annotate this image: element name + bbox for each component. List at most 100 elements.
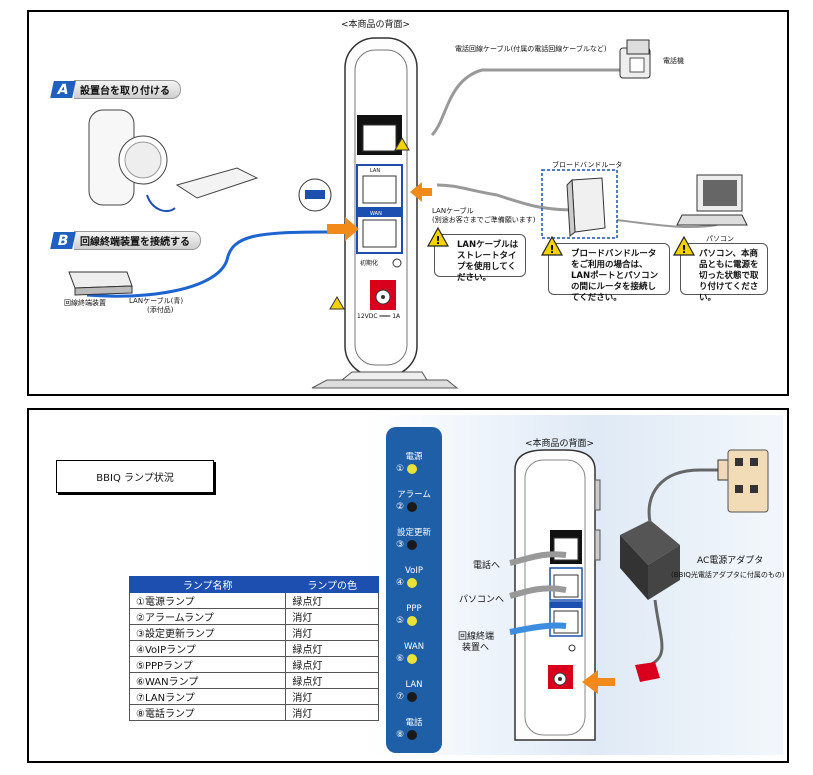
warning-power-off: ! パソコン、本商品ともに電源を切った状態で取り付けてください。: [673, 236, 768, 303]
lamp-name: ③設定更新ランプ: [128, 624, 287, 641]
lamp-status-table: ランプ名称 ランプの色 ①電源ランプ緑点灯 ②アラームランプ消灯 ③設定更新ラン…: [128, 576, 379, 721]
to-pc-label: パソコンへ: [459, 595, 505, 605]
svg-text:!: !: [549, 243, 554, 256]
led-number: ⑤: [396, 616, 405, 626]
led-indicator-row: ⑦: [396, 692, 418, 702]
phone-device-label: 電話機: [663, 57, 684, 65]
lamp-name: ⑦LANランプ: [128, 688, 287, 705]
led-label: LAN: [405, 680, 423, 690]
bottom-back-title: <本商品の背面>: [525, 439, 595, 449]
lamp-color: 緑点灯: [285, 592, 379, 609]
led-label: 電源: [405, 452, 423, 462]
lamp-name: ⑧電話ランプ: [128, 704, 287, 721]
front-led-strip: [386, 427, 442, 753]
lamp-color: 緑点灯: [285, 640, 379, 657]
led-light-icon: [407, 464, 418, 474]
warning-icon: !: [427, 227, 449, 247]
led-indicator-row: ③: [396, 540, 418, 550]
table-row: ③設定更新ランプ消灯: [128, 624, 379, 641]
warning-lan-cable: ! LANケーブルはストレートタイプを使用してください。: [427, 227, 526, 283]
status-title: BBIQ ランプ状況: [96, 473, 174, 484]
led-light-icon: [407, 654, 418, 664]
pc-label: パソコン: [706, 235, 734, 243]
table-row: ⑤PPPランプ緑点灯: [128, 656, 379, 673]
status-title-box: BBIQ ランプ状況: [56, 460, 214, 493]
warning-icon: !: [673, 236, 695, 256]
section-a-label: 設置台を取り付ける: [74, 80, 181, 99]
led-number: ⑥: [396, 654, 405, 664]
led-label: 設定更新: [396, 528, 431, 538]
led-number: ④: [396, 578, 405, 588]
table-row: ④VoIPランプ緑点灯: [128, 640, 379, 657]
lamp-name: ⑤PPPランプ: [128, 656, 287, 673]
table-row: ⑦LANランプ消灯: [128, 688, 379, 705]
port-lan-label: LAN: [370, 168, 381, 174]
led-indicator-row: ①: [396, 464, 418, 474]
warning-lan-text: LANケーブルはストレートタイプを使用してください。: [457, 240, 519, 283]
led-light-icon: [407, 578, 418, 588]
adapter-note: (BBIQ光電話アダプタに付属のもの): [671, 571, 785, 579]
onu-label: 回線終端装置: [64, 299, 106, 307]
led-light-icon: [407, 692, 418, 702]
router-title: ブロードバンドルータ: [552, 161, 623, 169]
lamp-color: 消灯: [285, 704, 379, 721]
led-indicator-row: ⑤: [396, 616, 418, 626]
back-title: <本商品の背面>: [341, 20, 411, 30]
lamp-name: ②アラームランプ: [128, 608, 287, 625]
section-b-letter: B: [50, 232, 76, 249]
power-spec: 12VDC ═══ 1A: [357, 313, 401, 320]
lan-cable-note: (別途お客さまでご準備願います): [432, 216, 536, 224]
lamp-name: ⑥WANランプ: [128, 672, 287, 689]
warning-router-text: ブロードバンドルータをご利用の場合は、LANポートとパソコンの間にルータを接続し…: [571, 249, 659, 303]
phone-cable-label: 電話回線ケーブル(付属の電話回線ケーブルなど): [455, 45, 607, 53]
table-row: ⑧電話ランプ消灯: [128, 704, 379, 721]
led-indicator-row: ⑥: [396, 654, 418, 664]
warning-router: ! ブロードバンドルータをご利用の場合は、LANポートとパソコンの間にルータを接…: [541, 236, 670, 303]
table-row: ②アラームランプ消灯: [128, 608, 379, 625]
led-label: WAN: [403, 642, 425, 652]
section-a-letter: A: [50, 81, 76, 98]
lamp-name: ④VoIPランプ: [128, 640, 287, 657]
lamp-color: 緑点灯: [285, 656, 379, 673]
lan-blue-label: LANケーブル(青): [129, 297, 184, 305]
section-a-header: A 設置台を取り付ける: [50, 80, 181, 99]
led-number: ⑧: [396, 730, 405, 740]
port-wan-label: WAN: [370, 211, 382, 217]
lan-blue-note: (添付品): [147, 306, 174, 314]
lamp-color: 消灯: [285, 608, 379, 625]
svg-text:!: !: [681, 243, 686, 256]
table-header-name: ランプ名称: [128, 576, 287, 593]
lamp-color: 消灯: [285, 688, 379, 705]
led-indicator-row: ⑧: [396, 730, 418, 740]
to-onu-label-2: 装置へ: [462, 643, 490, 653]
to-phone-label: 電話へ: [473, 561, 501, 571]
lamp-color: 緑点灯: [285, 672, 379, 689]
adapter-title: AC電源アダプタ: [697, 556, 764, 566]
svg-text:!: !: [435, 234, 440, 247]
setup-diagram-graphics: [68, 37, 748, 389]
led-number: ①: [396, 464, 405, 474]
lan-cable-label: LANケーブル: [432, 207, 474, 215]
led-number: ②: [396, 502, 405, 512]
warning-icon: !: [541, 236, 563, 256]
led-number: ③: [396, 540, 405, 550]
device-back-graphics: [509, 449, 769, 741]
section-b-label: 回線終端装置を接続する: [74, 231, 201, 250]
table-row: ①電源ランプ緑点灯: [128, 592, 379, 609]
table-header-color: ランプの色: [285, 576, 379, 593]
to-onu-label-1: 回線終端: [458, 632, 495, 642]
port-tel-label: 電話: [371, 120, 382, 126]
warning-power-text: パソコン、本商品ともに電源を切った状態で取り付けてください。: [699, 249, 759, 303]
led-light-icon: [407, 616, 418, 626]
led-indicator-row: ④: [396, 578, 418, 588]
led-label: VoIP: [405, 566, 423, 576]
led-light-icon: [407, 730, 418, 740]
led-light-icon: [407, 540, 418, 550]
lamp-name: ①電源ランプ: [128, 592, 287, 609]
led-number: ⑦: [396, 692, 405, 702]
lamp-color: 消灯: [285, 624, 379, 641]
led-indicator-row: ②: [396, 502, 418, 512]
led-light-icon: [407, 502, 418, 512]
led-label: 電話: [405, 718, 423, 728]
init-label: 初期化: [360, 260, 379, 267]
